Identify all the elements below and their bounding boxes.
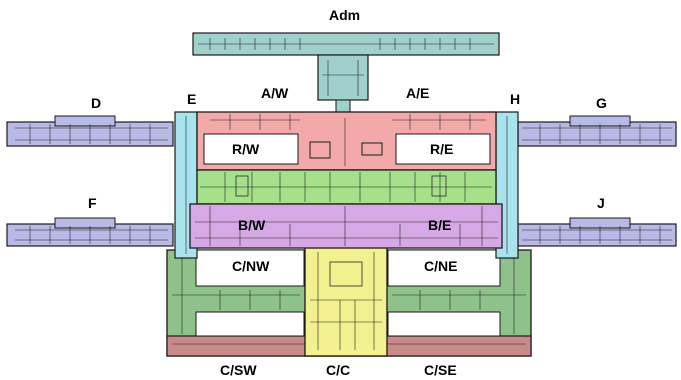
wing-d <box>6 115 174 147</box>
wing-f <box>6 217 174 247</box>
label-cne: C/NE <box>424 258 457 274</box>
a-block <box>196 111 497 171</box>
wing-j <box>517 217 677 247</box>
label-cse: C/SE <box>424 362 457 378</box>
label-j: J <box>597 195 605 211</box>
label-f: F <box>88 195 97 211</box>
label-ae: A/E <box>406 85 429 101</box>
label-csw: C/SW <box>220 362 257 378</box>
label-g: G <box>596 95 607 111</box>
label-d: D <box>91 95 101 111</box>
map-labels: Adm A/W A/E D E H G R/W R/E F J B/W B/E … <box>88 7 607 378</box>
green-band <box>196 169 497 205</box>
admin-building <box>192 32 500 117</box>
cc-core <box>304 243 388 357</box>
label-cc: C/C <box>326 362 350 378</box>
label-bw: B/W <box>238 217 266 233</box>
label-rw: R/W <box>232 141 260 157</box>
wing-g <box>517 115 677 147</box>
label-cnw: C/NW <box>232 258 270 274</box>
label-adm: Adm <box>329 7 360 23</box>
b-block <box>189 203 503 249</box>
label-re: R/E <box>430 141 453 157</box>
label-h: H <box>510 91 520 107</box>
label-aw: A/W <box>261 85 289 101</box>
label-be: B/E <box>428 217 451 233</box>
label-e: E <box>187 91 196 107</box>
